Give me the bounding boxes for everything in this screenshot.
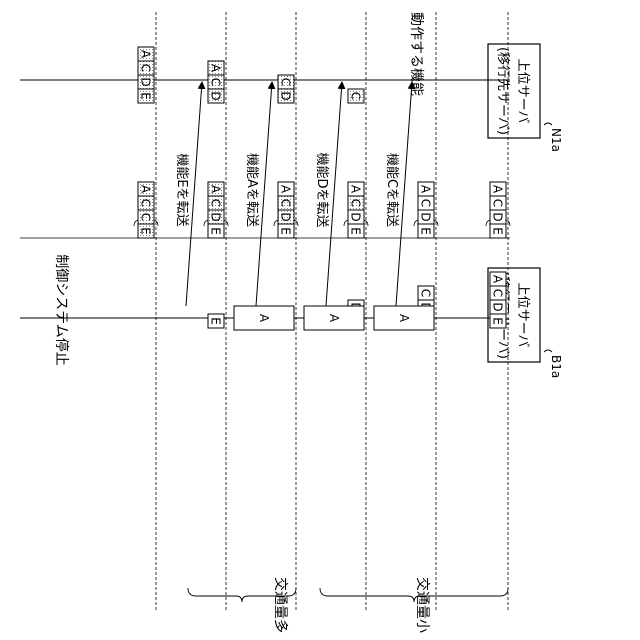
active-function-letter: C [349, 199, 363, 207]
active-function-letter: C [279, 199, 293, 207]
active-function-letter: C [209, 199, 223, 207]
dest-function-letter: E [139, 92, 153, 100]
source-server-title: 上位サーバ [515, 283, 530, 348]
source-function-letter: C [491, 289, 505, 297]
active-function-letter: E [419, 227, 433, 235]
source-function-letter: D [491, 302, 505, 311]
active-function-letter: D [209, 212, 223, 221]
source-function-letter: E [209, 317, 223, 325]
active-function-letter: C [419, 199, 433, 207]
active-function-letter: E [491, 227, 505, 235]
generated-diagram-content: ACDEACDEACDECDEA機能Cを転送ACDEDECA機能Dを転送ACDE… [20, 12, 510, 612]
active-function-letter: D [279, 212, 293, 221]
source-server-ref: B1a [549, 355, 563, 378]
dest-server-subtitle: (移行先サーバ) [495, 47, 510, 135]
executing-function-label: A [257, 314, 271, 323]
dest-function-letter: A [139, 50, 153, 59]
active-function-letter: C [139, 199, 153, 207]
dest-server-title: 上位サーバ [515, 59, 530, 124]
active-function-letter: D [419, 212, 433, 221]
light-traffic-label: 交通量小 [414, 577, 431, 633]
dest-function-letter: D [139, 77, 153, 86]
active-function-letter: A [209, 185, 223, 194]
active-function-letter: C [491, 199, 505, 207]
active-function-letter: E [209, 227, 223, 235]
transfer-label: 機能Cを転送 [384, 153, 399, 227]
dest-function-letter: C [209, 78, 223, 86]
dest-server-ref: N1a [549, 128, 563, 152]
dest-function-letter: C [279, 78, 293, 86]
dest-function-letter: D [209, 91, 223, 100]
source-function-letter: E [491, 317, 505, 325]
transfer-label: 機能Dを転送 [314, 152, 329, 227]
active-function-letter: E [349, 227, 363, 235]
active-function-letter: A [419, 185, 433, 194]
active-function-letter: D [491, 212, 505, 221]
dest-function-letter: D [279, 91, 293, 100]
transfer-label: 機能Eを転送 [174, 153, 189, 226]
active-function-letter: D [349, 212, 363, 221]
transfer-label: 機能Aを転送 [244, 153, 259, 227]
source-server-ref-leader [544, 350, 552, 352]
heavy-traffic-label: 交通量多 [272, 577, 289, 633]
active-function-letter: A [279, 185, 293, 194]
active-function-letter: A [349, 185, 363, 194]
active-function-letter: A [491, 185, 505, 194]
active-function-letter: E [139, 227, 153, 235]
source-function-letter: A [491, 275, 505, 284]
dest-function-letter: C [349, 92, 363, 100]
dest-function-letter: A [209, 64, 223, 73]
dest-function-letter: C [139, 64, 153, 72]
executing-function-label: A [327, 314, 341, 323]
source-function-letter: C [419, 289, 433, 297]
active-functions-header: 動作する機能 [408, 12, 424, 96]
control-system-stop-label: 制御システム停止 [53, 254, 70, 366]
active-function-letter: C [139, 213, 153, 221]
active-function-letter: A [139, 185, 153, 194]
dest-server-ref-leader [544, 123, 552, 125]
active-function-letter: E [279, 227, 293, 235]
executing-function-label: A [397, 314, 411, 323]
